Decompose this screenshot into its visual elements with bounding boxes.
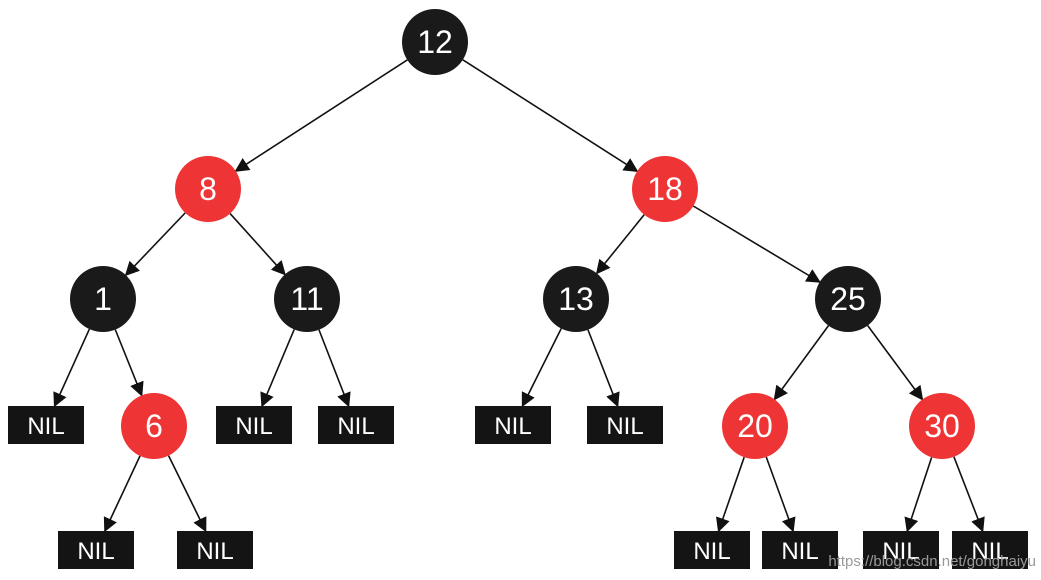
node-11-circle bbox=[274, 266, 340, 332]
node-25: 25 bbox=[815, 266, 881, 332]
nil-label: NIL bbox=[196, 538, 233, 565]
node-18-label: 18 bbox=[647, 171, 683, 207]
node-13-circle bbox=[543, 266, 609, 332]
nil-leaf: NIL bbox=[587, 406, 663, 444]
node-11-label: 11 bbox=[290, 281, 323, 317]
nil-box bbox=[587, 406, 663, 444]
nil-box bbox=[58, 531, 134, 569]
edge-n18-n13 bbox=[595, 214, 645, 275]
node-30-circle bbox=[909, 393, 975, 459]
nil-label: NIL bbox=[27, 413, 64, 440]
nil-box bbox=[216, 406, 292, 444]
edge-n13-nil4 bbox=[521, 328, 562, 408]
node-8-label: 8 bbox=[199, 171, 217, 207]
node-18-circle bbox=[632, 156, 698, 222]
nil-label: NIL bbox=[235, 413, 272, 440]
node-30: 30 bbox=[909, 393, 975, 459]
edge-n1-nil1 bbox=[53, 328, 91, 408]
nil-leaf: NIL bbox=[58, 531, 134, 569]
nil-label: NIL bbox=[882, 538, 919, 565]
edge-n1-n6 bbox=[114, 329, 144, 397]
nil-label: NIL bbox=[971, 538, 1008, 565]
node-25-circle bbox=[815, 266, 881, 332]
node-25-label: 25 bbox=[830, 281, 866, 317]
nil-box bbox=[318, 406, 394, 444]
nil-box bbox=[952, 531, 1028, 569]
edge-n6-nil6 bbox=[103, 455, 141, 533]
nil-leaf: NIL bbox=[318, 406, 394, 444]
nil-label: NIL bbox=[693, 538, 730, 565]
node-20: 20 bbox=[722, 393, 788, 459]
edge-n20-nil8 bbox=[716, 456, 745, 533]
nil-box bbox=[8, 406, 84, 444]
nil-label: NIL bbox=[77, 538, 114, 565]
edge-n13-nil5 bbox=[587, 329, 620, 408]
node-6: 6 bbox=[121, 393, 187, 459]
nil-leaf: NIL bbox=[475, 406, 551, 444]
node-20-circle bbox=[722, 393, 788, 459]
node-8: 8 bbox=[175, 156, 241, 222]
nil-box bbox=[475, 406, 551, 444]
node-6-circle bbox=[121, 393, 187, 459]
nil-box bbox=[674, 531, 750, 569]
edge-n12-n18 bbox=[462, 59, 639, 173]
node-13: 13 bbox=[543, 266, 609, 332]
edge-n11-nil3 bbox=[318, 329, 351, 408]
node-12: 12 bbox=[402, 9, 468, 75]
node-12-label: 12 bbox=[417, 24, 453, 60]
edge-n30-nil10 bbox=[904, 457, 933, 533]
edge-n6-nil7 bbox=[167, 455, 207, 533]
nil-label: NIL bbox=[606, 413, 643, 440]
node-18: 18 bbox=[632, 156, 698, 222]
node-20-label: 20 bbox=[737, 408, 773, 444]
nil-box bbox=[177, 531, 253, 569]
nil-box bbox=[863, 531, 939, 569]
nil-label: NIL bbox=[337, 413, 374, 440]
edge-n18-n25 bbox=[692, 205, 821, 283]
edge-n11-nil2 bbox=[260, 329, 295, 408]
edge-n8-n11 bbox=[229, 212, 286, 276]
node-1-circle bbox=[70, 266, 136, 332]
edge-n20-nil9 bbox=[765, 456, 796, 533]
node-30-label: 30 bbox=[924, 408, 960, 444]
nil-box bbox=[762, 531, 838, 569]
node-13-label: 13 bbox=[558, 281, 594, 317]
node-6-label: 6 bbox=[145, 408, 163, 444]
node-1-label: 1 bbox=[94, 281, 112, 317]
edge-n30-nil11 bbox=[953, 456, 985, 533]
nil-leaf: NIL bbox=[674, 531, 750, 569]
node-11: 11 bbox=[274, 266, 340, 332]
nil-leaf: NIL bbox=[762, 531, 838, 569]
edge-n25-n20 bbox=[773, 325, 830, 401]
edge-n12-n8 bbox=[234, 59, 408, 172]
node-12-circle bbox=[402, 9, 468, 75]
edge-n25-n30 bbox=[866, 325, 924, 401]
nil-label: NIL bbox=[781, 538, 818, 565]
watermark-text: https://blog.csdn.net/gonghaiyu bbox=[828, 553, 1036, 570]
nil-label: NIL bbox=[494, 413, 531, 440]
edges bbox=[53, 59, 985, 533]
node-1: 1 bbox=[70, 266, 136, 332]
node-8-circle bbox=[175, 156, 241, 222]
nil-leaf: NIL bbox=[8, 406, 84, 444]
edge-n8-n1 bbox=[124, 212, 186, 277]
nil-leaf: NIL bbox=[863, 531, 939, 569]
nil-leaf: NIL bbox=[177, 531, 253, 569]
nil-leaf: NIL bbox=[952, 531, 1028, 569]
nil-leaf: NIL bbox=[216, 406, 292, 444]
